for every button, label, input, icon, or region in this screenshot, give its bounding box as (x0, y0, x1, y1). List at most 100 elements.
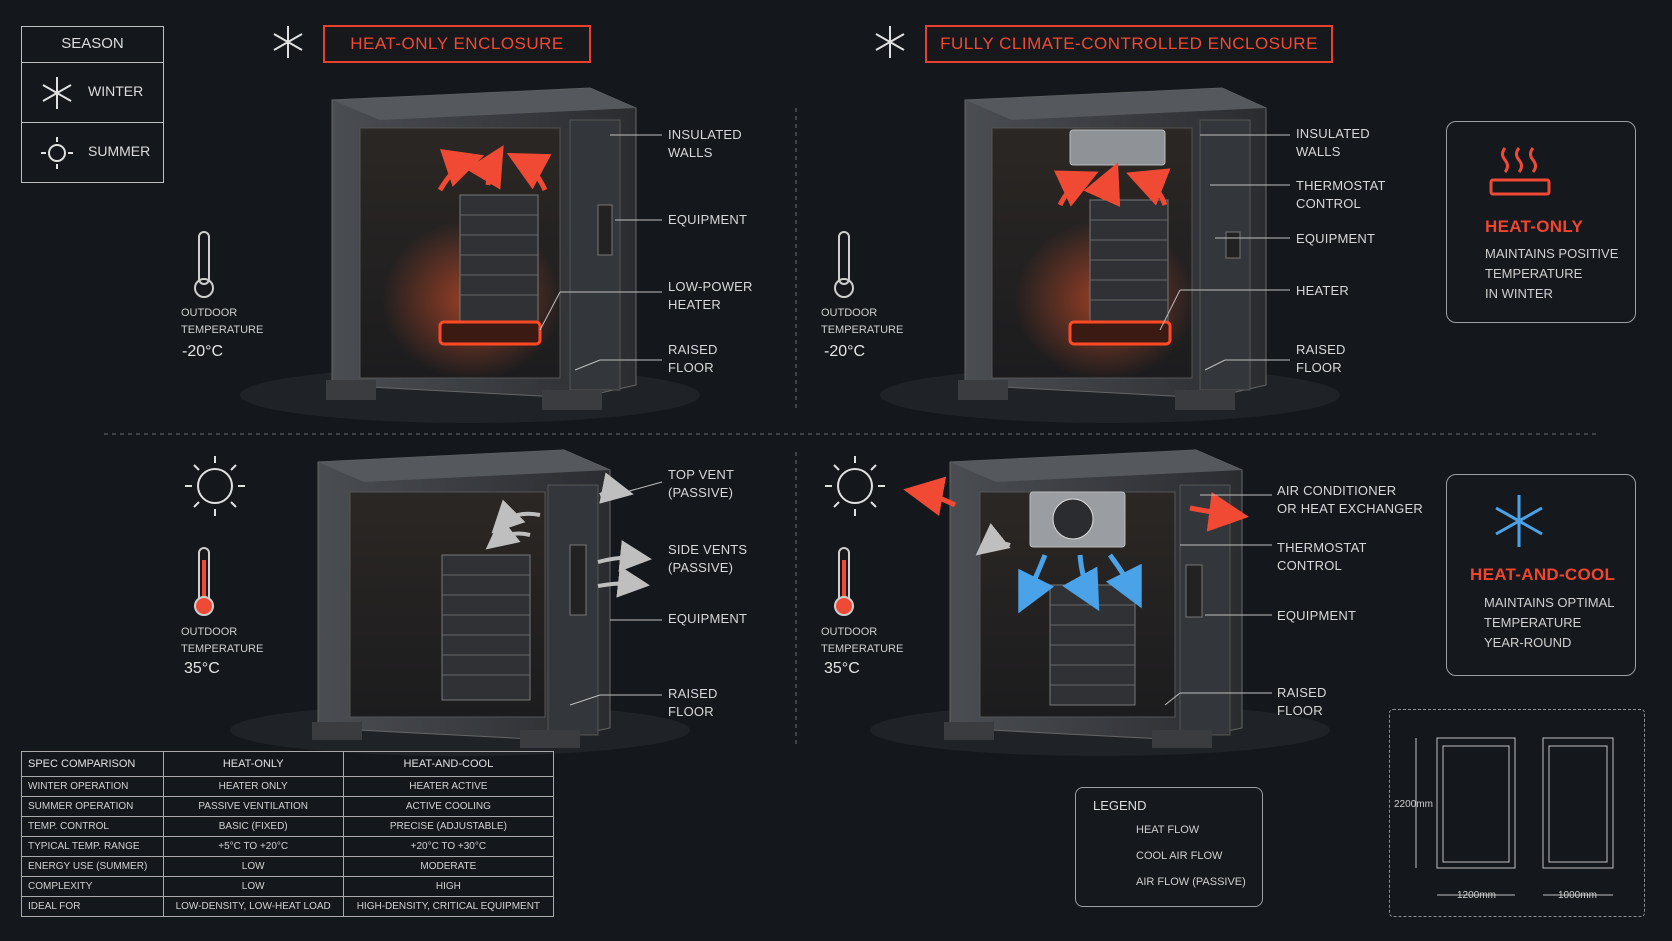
season-row-summer: SUMMER (22, 122, 163, 183)
table-cell: HIGH-DENSITY, CRITICAL EQUIPMENT (342, 896, 555, 917)
card-heat-and-cool-desc: MAINTAINS OPTIMAL TEMPERATURE YEAR-ROUND (1484, 595, 1615, 650)
table-cell: IDEAL FOR (21, 896, 164, 917)
table-cell: COMPLEXITY (21, 876, 164, 897)
card-heat-and-cool: HEAT-AND-COOL MAINTAINS OPTIMAL TEMPERAT… (1446, 474, 1636, 676)
table-cell: HIGH (342, 876, 555, 897)
label-low-power-heater: LOW-POWER HEATER (668, 279, 753, 312)
table-cell: HEATER ONLY (162, 776, 344, 797)
legend-item-cool-air-flow: COOL AIR FLOW (1136, 850, 1223, 862)
label-equipment: EQUIPMENT (1296, 231, 1376, 246)
table-header-row: SPEC COMPARISON HEAT-ONLY HEAT-AND-COOL (21, 751, 555, 777)
table-cell: BASIC (FIXED) (162, 816, 344, 837)
label-raised-floor: RAISED FLOOR (668, 686, 718, 719)
sun-icon (41, 137, 73, 169)
label-air-conditioner: AIR CONDITIONER OR HEAT EXCHANGER (1277, 483, 1423, 516)
label-raised-floor: RAISED FLOOR (1296, 342, 1346, 375)
table-cell: HEATER ACTIVE (342, 776, 555, 797)
snowflake-icon (42, 77, 72, 109)
label-side-vents: SIDE VENTS (PASSIVE) (668, 542, 748, 575)
table-cell: ACTIVE COOLING (342, 796, 555, 817)
label-raised-floor: RAISED FLOOR (668, 342, 718, 375)
season-header: SEASON (61, 35, 124, 52)
outdoor-temp-summer: 35°C (184, 660, 220, 677)
card-heat-only-desc: MAINTAINS POSITIVE TEMPERATURE IN WINTER (1485, 246, 1619, 301)
label-equipment: EQUIPMENT (668, 212, 748, 227)
label-thermostat-control: THERMOSTAT CONTROL (1277, 540, 1367, 573)
table-header: SPEC COMPARISON (21, 751, 164, 777)
table-cell: WINTER OPERATION (21, 776, 164, 797)
legend-item-heat-flow: HEAT FLOW (1136, 824, 1200, 836)
label-heater: HEATER (1296, 283, 1349, 298)
dimension-depth: 1000mm (1558, 890, 1597, 901)
snowflake-icon (875, 26, 905, 58)
snowflake-icon (273, 26, 303, 58)
leader-lines (539, 134, 1290, 706)
table-header: HEAT-AND-COOL (342, 751, 555, 777)
enclosure-climate-summer (870, 449, 1330, 756)
table-cell: TYPICAL TEMP. RANGE (21, 836, 164, 857)
season-summer-label: SUMMER (88, 143, 151, 159)
spec-comparison-table: SPEC COMPARISON HEAT-ONLY HEAT-AND-COOL … (21, 751, 555, 917)
table-cell: SUMMER OPERATION (21, 796, 164, 817)
climate-enclosure-title: FULLY CLIMATE-CONTROLLED ENCLOSURE (925, 25, 1333, 63)
legend-item-passive-air-flow: AIR FLOW (PASSIVE) (1136, 876, 1246, 888)
table-cell: +20°C TO +30°C (342, 836, 555, 857)
table-cell: MODERATE (342, 856, 555, 877)
dimension-height: 2200mm (1394, 799, 1433, 810)
thermometer-hot-icon (194, 547, 214, 616)
table-cell: +5°C TO +20°C (162, 836, 344, 857)
heat-only-enclosure-title: HEAT-ONLY ENCLOSURE (323, 25, 591, 63)
table-cell: LOW (162, 876, 344, 897)
label-equipment: EQUIPMENT (1277, 608, 1357, 623)
legend-title: LEGEND (1093, 798, 1147, 813)
label-thermostat-control: THERMOSTAT CONTROL (1296, 178, 1386, 211)
table-cell: PASSIVE VENTILATION (162, 796, 344, 817)
legend: LEGEND HEAT FLOW COOL AIR FLOW AIR FLOW … (1075, 787, 1263, 907)
table-row: TYPICAL TEMP. RANGE+5°C TO +20°C+20°C TO… (21, 836, 555, 857)
table-header: HEAT-ONLY (162, 751, 344, 777)
sun-icon (825, 456, 885, 516)
table-cell: PRECISE (ADJUSTABLE) (342, 816, 555, 837)
dimension-width: 1200mm (1457, 890, 1496, 901)
outdoor-temp-winter: -20°C (182, 343, 224, 360)
season-row-winter: WINTER (22, 62, 163, 123)
snowflake-icon (1495, 495, 1543, 547)
enclosure-heat-only-winter (240, 87, 700, 423)
sun-icon (185, 456, 245, 516)
outdoor-temp-summer: 35°C (824, 660, 860, 677)
enclosure-heat-only-summer (230, 449, 690, 756)
label-insulated-walls: INSULATED WALLS (668, 127, 742, 160)
label-raised-floor: RAISED FLOOR (1277, 685, 1327, 718)
label-top-vent: TOP VENT (PASSIVE) (668, 467, 735, 500)
season-winter-label: WINTER (88, 83, 144, 99)
table-cell: ENERGY USE (SUMMER) (21, 856, 164, 877)
card-heat-only-title: HEAT-ONLY (1485, 217, 1584, 236)
label-insulated-walls: INSULATED WALLS (1296, 126, 1370, 159)
season-key: SEASON WINTER SUMMER (21, 26, 164, 183)
table-cell: LOW-DENSITY, LOW-HEAT LOAD (162, 896, 344, 917)
table-cell: TEMP. CONTROL (21, 816, 164, 837)
enclosure-climate-winter (880, 87, 1340, 423)
thermometer-hot-icon (834, 547, 854, 616)
label-equipment: EQUIPMENT (668, 611, 748, 626)
dimension-panel (1389, 709, 1645, 917)
thermometer-cold-icon (194, 231, 214, 298)
table-cell: LOW (162, 856, 344, 877)
dimension-drawing (1415, 737, 1614, 896)
outdoor-temp-winter: -20°C (824, 343, 866, 360)
thermometer-cold-icon (834, 231, 854, 298)
card-heat-only: HEAT-ONLY MAINTAINS POSITIVE TEMPERATURE… (1446, 121, 1636, 323)
heater-icon (1489, 147, 1551, 196)
card-heat-and-cool-title: HEAT-AND-COOL (1470, 565, 1616, 584)
